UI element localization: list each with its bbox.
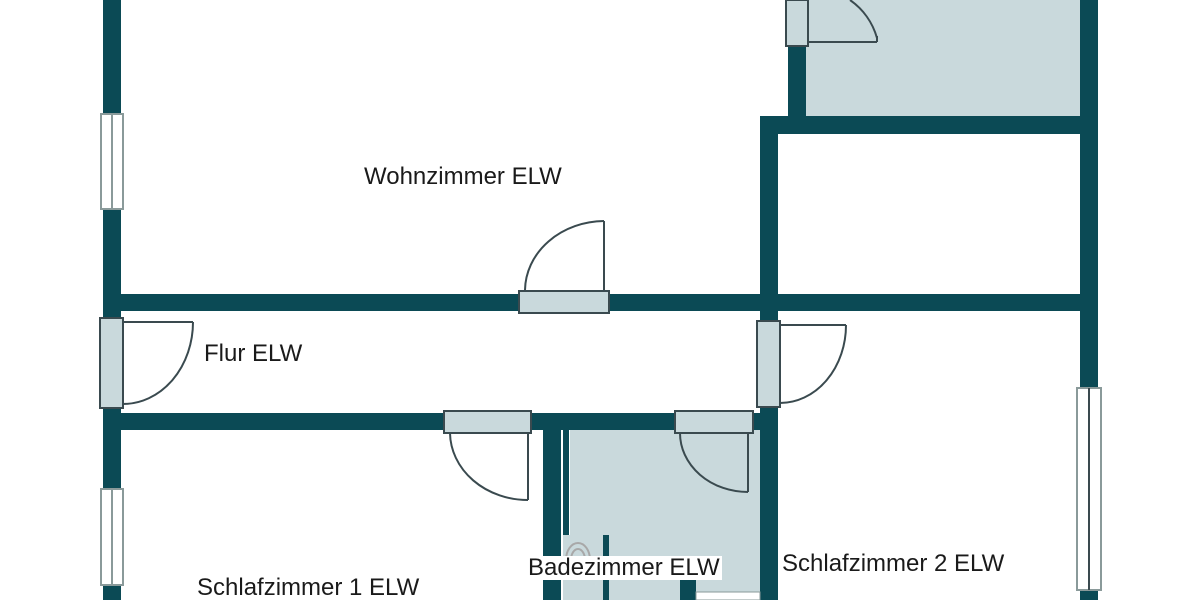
wall-bathroom-bottom <box>680 578 696 600</box>
wall-wohnzimmer-flur <box>103 294 520 311</box>
wall-wohnzimmer-right <box>760 116 778 322</box>
left-outer-wall <box>103 585 121 600</box>
top-right-room-floor <box>806 0 1080 116</box>
right-outer-wall <box>1080 590 1098 600</box>
wall-wohnzimmer-flur <box>608 294 1098 311</box>
wall-top-right-room-left <box>788 47 806 134</box>
door-wohnzimmer <box>518 220 610 314</box>
door-flur-entrance <box>99 317 194 409</box>
window-right <box>1076 387 1102 591</box>
window-left-bottom <box>100 488 124 586</box>
door-schlafzimmer1 <box>443 410 532 501</box>
room-label-badezimmer: Badezimmer ELW <box>526 554 722 581</box>
left-outer-wall <box>103 208 121 318</box>
wall-bathroom-left <box>543 413 561 600</box>
room-label-schlafzimmer1: Schlafzimmer 1 ELW <box>197 574 420 601</box>
walls <box>103 0 1098 600</box>
door-badezimmer <box>674 410 754 493</box>
wall-bathroom-inner <box>563 430 569 535</box>
room-label-schlafzimmer2: Schlafzimmer 2 ELW <box>782 550 1005 577</box>
wall-top-right-room <box>760 116 1098 134</box>
room-label-flur: Flur ELW <box>204 340 303 367</box>
room-label-wohnzimmer: Wohnzimmer ELW <box>364 163 562 190</box>
wall-flur-right <box>760 406 778 600</box>
right-outer-wall <box>1080 0 1098 388</box>
door-schlafzimmer2 <box>756 320 847 408</box>
wall-flur-schlafzimmer <box>103 413 445 430</box>
wall-flur-bad <box>530 413 676 430</box>
door-top-right-room <box>785 0 878 47</box>
window-left-top <box>100 113 124 210</box>
left-outer-wall <box>103 0 121 114</box>
washbasin <box>695 591 761 600</box>
